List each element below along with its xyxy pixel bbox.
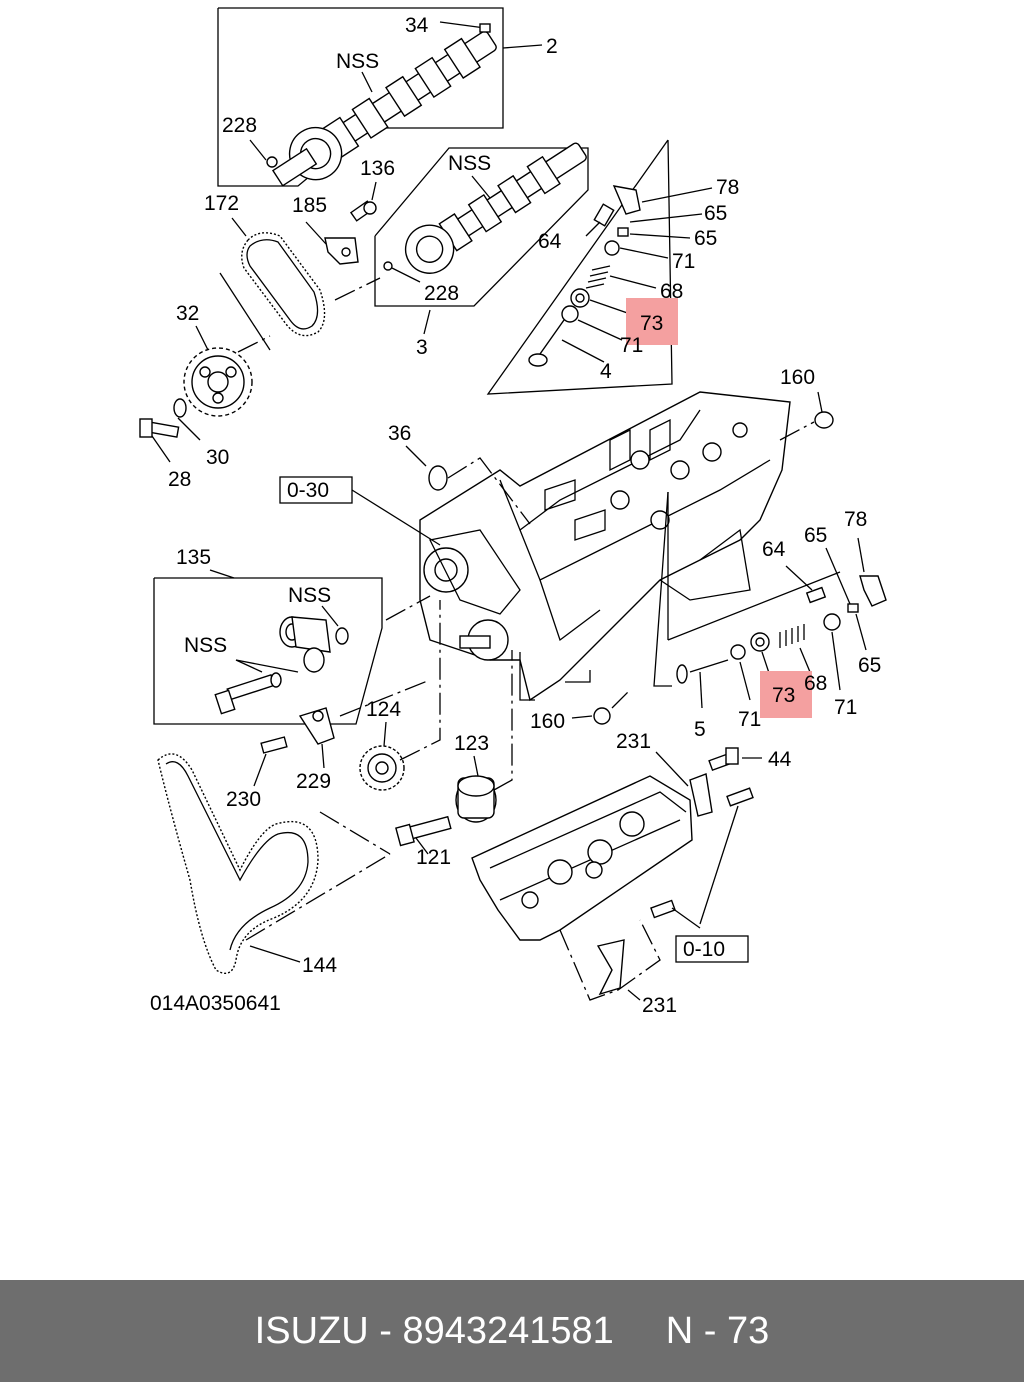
label-78-bot: 78 <box>844 508 867 531</box>
label-160-top: 160 <box>780 366 815 389</box>
label-30: 30 <box>206 446 229 469</box>
label-230: 230 <box>226 788 261 811</box>
label-71-top-a: 71 <box>672 250 695 273</box>
separator: - <box>693 1309 728 1352</box>
exploded-parts-diagram: 34 2 NSS 228 136 NSS 172 185 228 3 32 28… <box>139 7 887 1017</box>
pulleys <box>253 600 513 855</box>
tensioner-group-135 <box>153 569 431 725</box>
label-160-bot: 160 <box>530 710 565 733</box>
label-2: 2 <box>546 35 558 58</box>
part-info-banner: ISUZU - 8943241581 N - 73 <box>0 1280 1024 1382</box>
label-ref-0-10: 0-10 <box>683 938 725 961</box>
label-68-top: 68 <box>660 280 683 303</box>
label-228-mid: 228 <box>424 282 459 305</box>
part-labels: 34 2 NSS 228 136 NSS 172 185 228 3 32 28… <box>150 14 881 1017</box>
camshaft-upper-group <box>217 7 543 187</box>
label-65-top-a: 65 <box>704 202 727 225</box>
label-135: 135 <box>176 546 211 569</box>
brand-name: ISUZU <box>254 1309 369 1352</box>
label-3: 3 <box>416 336 428 359</box>
label-32: 32 <box>176 302 199 325</box>
label-nss-b: NSS <box>184 634 227 657</box>
position-label: N <box>665 1309 694 1352</box>
figure-code: 014A0350641 <box>150 992 281 1015</box>
label-144: 144 <box>302 954 337 977</box>
engine-block <box>419 391 791 702</box>
label-228-top: 228 <box>222 114 257 137</box>
label-65-bot-b: 65 <box>858 654 881 677</box>
highlight-73-lower <box>760 671 812 718</box>
label-123: 123 <box>454 732 489 755</box>
cylinder-head-cover <box>471 747 762 1001</box>
sprocket-32 <box>139 272 271 463</box>
label-36: 36 <box>388 422 411 445</box>
valve-train-upper <box>486 139 713 395</box>
separator: - <box>368 1309 403 1352</box>
label-121: 121 <box>416 846 451 869</box>
label-124: 124 <box>366 698 401 721</box>
bracket-185 <box>305 181 377 265</box>
timing-chain-172 <box>231 217 381 337</box>
label-73-bot: 73 <box>772 684 795 707</box>
label-231-top: 231 <box>616 730 651 753</box>
valve-train-lower <box>653 491 887 709</box>
label-231-bot: 231 <box>642 994 677 1017</box>
label-28: 28 <box>168 468 191 491</box>
label-65-top-b: 65 <box>694 227 717 250</box>
label-78-top: 78 <box>716 176 739 199</box>
timing-belt-144 <box>157 753 391 974</box>
label-71-bot-b: 71 <box>834 696 857 719</box>
highlight-73-upper <box>626 298 678 345</box>
label-172: 172 <box>204 192 239 215</box>
label-68-bot: 68 <box>804 672 827 695</box>
position-number: 73 <box>727 1309 770 1352</box>
label-44: 44 <box>768 748 792 771</box>
ref-box-0-30 <box>279 476 353 504</box>
label-71-top-b: 71 <box>620 334 643 357</box>
label-71-bot-a: 71 <box>738 708 761 731</box>
label-5: 5 <box>694 718 706 741</box>
label-136: 136 <box>360 157 395 180</box>
label-nss-a: NSS <box>288 584 331 607</box>
label-nss-top: NSS <box>336 50 379 73</box>
ref-box-0-10 <box>675 935 749 963</box>
label-34: 34 <box>405 14 429 37</box>
label-ref-0-30: 0-30 <box>287 479 329 502</box>
part-number: 8943241581 <box>402 1309 614 1352</box>
label-185: 185 <box>292 194 327 217</box>
label-73-top: 73 <box>640 312 663 335</box>
small-parts-block <box>405 391 834 725</box>
label-229: 229 <box>296 770 331 793</box>
label-65-bot-a: 65 <box>804 524 827 547</box>
label-nss-mid: NSS <box>448 152 491 175</box>
camshaft-lower-group <box>374 142 589 335</box>
label-64-top: 64 <box>538 230 562 253</box>
label-64-bot: 64 <box>762 538 786 561</box>
label-4: 4 <box>600 360 612 383</box>
